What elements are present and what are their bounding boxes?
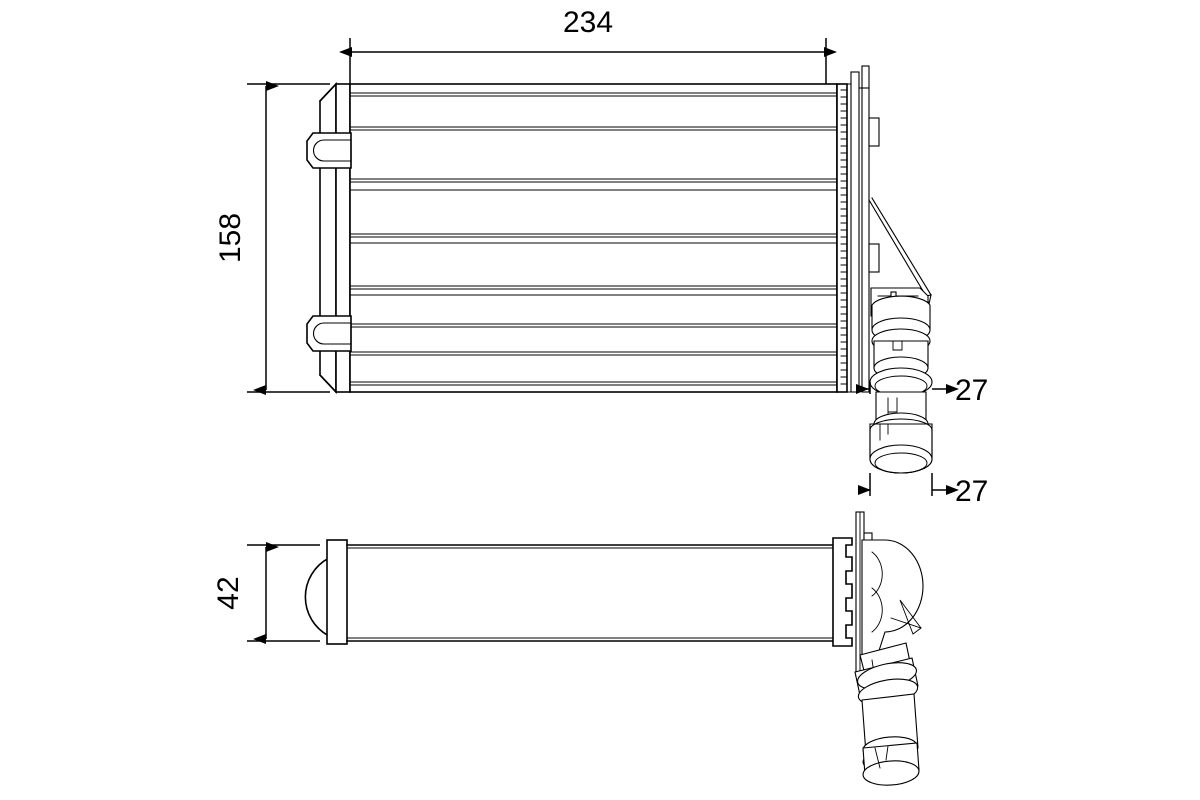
- dimension-label-width: 234: [563, 6, 613, 39]
- front-view-group: [306, 65, 933, 474]
- dimension-pipe-lower-27: 27: [858, 473, 988, 508]
- side-left-endplate: [326, 539, 348, 645]
- dimension-pipe-upper-27: 27: [856, 374, 988, 407]
- dimension-label-depth: 42: [212, 576, 245, 609]
- side-angled-pipe: [854, 539, 924, 786]
- core-right-flange: [846, 65, 880, 393]
- side-right-serrated-plate: [832, 537, 853, 647]
- core-mounting-tab-lower: [306, 315, 352, 352]
- core-left-chamfer-top: [318, 82, 338, 103]
- dimension-label-height: 158: [214, 213, 247, 263]
- core-right-serrated-header: [836, 83, 848, 393]
- core-left-chamfer-bottom: [318, 373, 338, 394]
- dimension-width-234: 234: [339, 6, 837, 84]
- side-view-group: [304, 511, 924, 786]
- side-left-roundcap: [304, 557, 330, 637]
- dimension-height-158: 158: [214, 81, 330, 395]
- dimension-depth-42: 42: [212, 542, 320, 644]
- core-tube-lines: [349, 92, 838, 386]
- flange-tab-upper: [868, 117, 880, 147]
- core-fin-block: [349, 83, 838, 393]
- dimension-label-pipe-upper: 27: [955, 374, 988, 407]
- flange-tab-lower: [868, 243, 880, 273]
- side-pipe-upper-bend: [861, 539, 924, 661]
- dimension-label-pipe-lower: 27: [955, 475, 988, 508]
- core-mounting-tab-upper: [306, 132, 352, 169]
- core-body: [318, 81, 838, 395]
- pipe-connector-assembly-front: [869, 287, 933, 474]
